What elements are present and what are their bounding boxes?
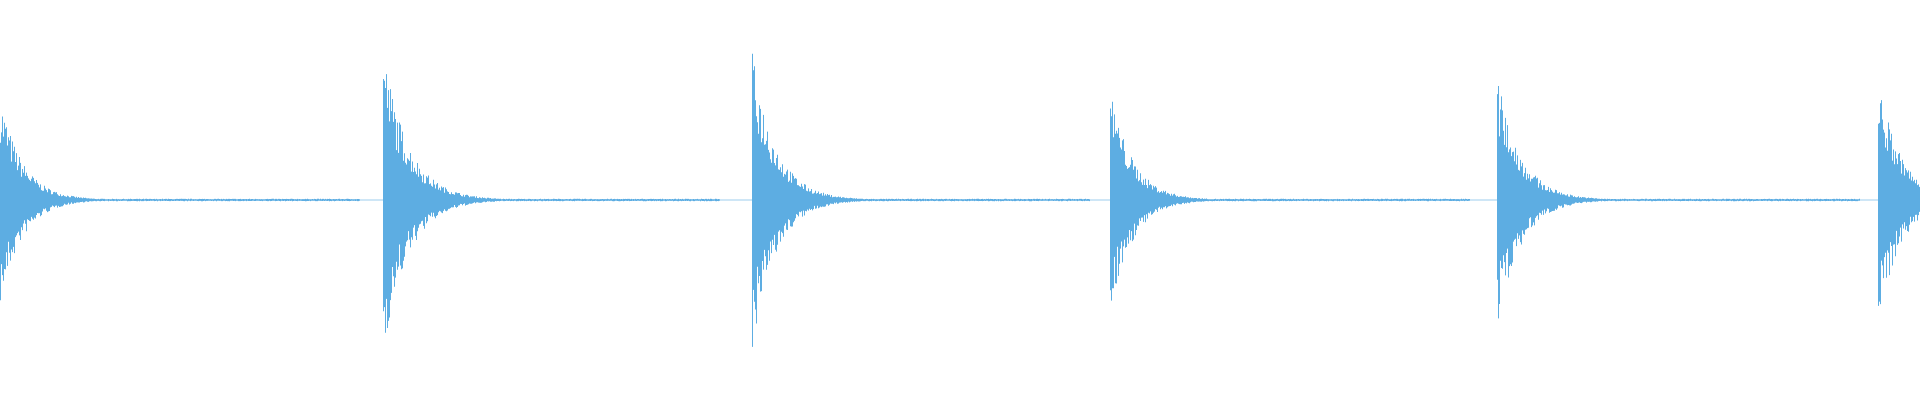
waveform-path — [0, 53, 1920, 347]
